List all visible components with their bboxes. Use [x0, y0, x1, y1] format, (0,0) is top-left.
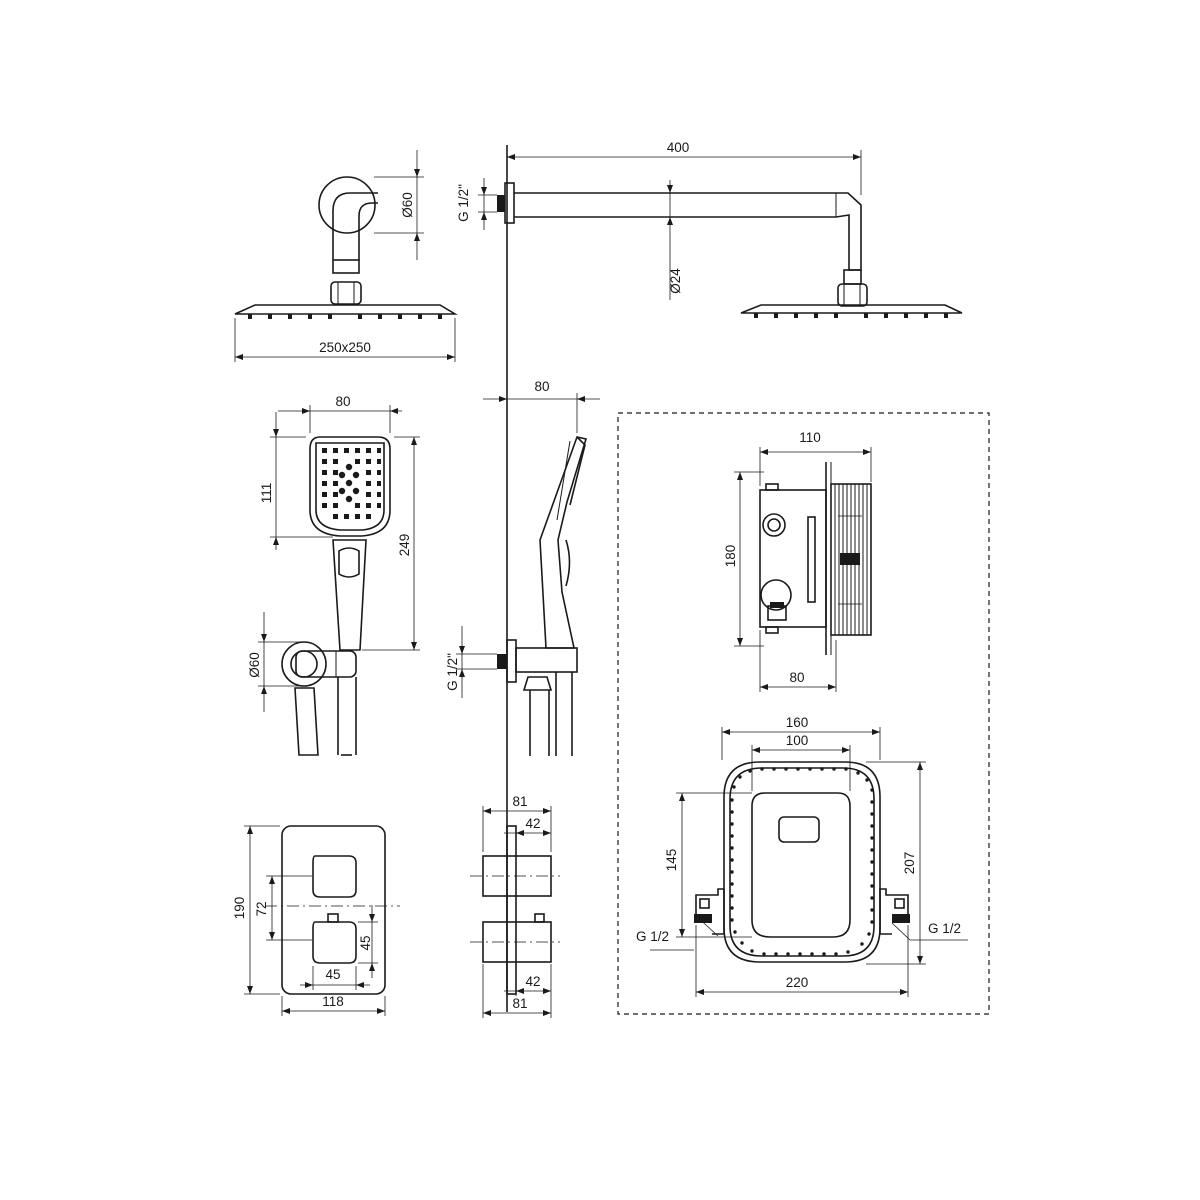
knob-depth-top-label: 42: [525, 816, 540, 831]
shower-arm-side-view: 400 Ø24 G 1/2": [456, 140, 963, 318]
box-front-total-width-label: 220: [786, 975, 809, 990]
box-front-inner-height-label: 145: [664, 849, 679, 872]
knob-depth-bottom-label: 42: [525, 974, 540, 989]
knob-spacing-label: 72: [254, 901, 269, 916]
trim-width-label: 118: [322, 994, 344, 1009]
trim-height-label: 190: [232, 897, 247, 920]
arm-thread-label: G 1/2": [456, 184, 471, 222]
overhead-flange-dia-label: Ø60: [400, 192, 415, 218]
hand-shower-total-height-label: 249: [397, 534, 412, 557]
trim-plate-side-view: 81 42 42 81: [470, 794, 560, 1018]
box-inlet-left-label: G 1/2: [636, 929, 669, 944]
knob-height-label: 45: [358, 935, 373, 950]
hand-shower-head-height-label: 111: [259, 483, 274, 504]
box-front-inner-width-label: 100: [786, 733, 809, 748]
box-front-outer-width-label: 160: [786, 715, 809, 730]
hand-shower-front-view: 80 111 249 Ø60: [247, 394, 420, 756]
box-inlet-right-label: G 1/2: [928, 921, 961, 936]
installation-box-side-view: 110 180 80: [723, 430, 872, 692]
box-side-height-label: 180: [723, 545, 738, 568]
overhead-shower-front-view: Ø60 250x250: [234, 150, 458, 362]
holder-thread-label: G 1/2": [445, 653, 460, 691]
trim-depth-top-label: 81: [512, 794, 527, 809]
mounting-holes: [730, 767, 874, 956]
trim-depth-bottom-label: 81: [512, 996, 527, 1011]
box-front-outer-height-label: 207: [902, 852, 917, 875]
box-side-width-label: 110: [799, 430, 821, 445]
hand-shower-side-view: 80 G 1/2": [445, 379, 600, 756]
trim-plate-front-view: 190 72 45 45 118: [232, 825, 400, 1016]
installation-box-front-view: 160 100 145 207 G 1/2 G 1/2: [636, 715, 968, 997]
overhead-size-label: 250x250: [319, 340, 371, 355]
arm-tube-dia-label: Ø24: [668, 268, 683, 294]
arm-length-label: 400: [667, 140, 690, 155]
holder-flange-dia-label: Ø60: [247, 652, 262, 678]
spray-nozzle-grid: [322, 448, 381, 519]
box-side-depth-label: 80: [789, 670, 804, 685]
knob-width-label: 45: [325, 967, 340, 982]
hand-shower-width-label: 80: [335, 394, 350, 409]
nozzle-row-left: [248, 314, 442, 319]
nozzle-row-right: [754, 313, 948, 318]
hand-shower-depth-label: 80: [534, 379, 549, 394]
